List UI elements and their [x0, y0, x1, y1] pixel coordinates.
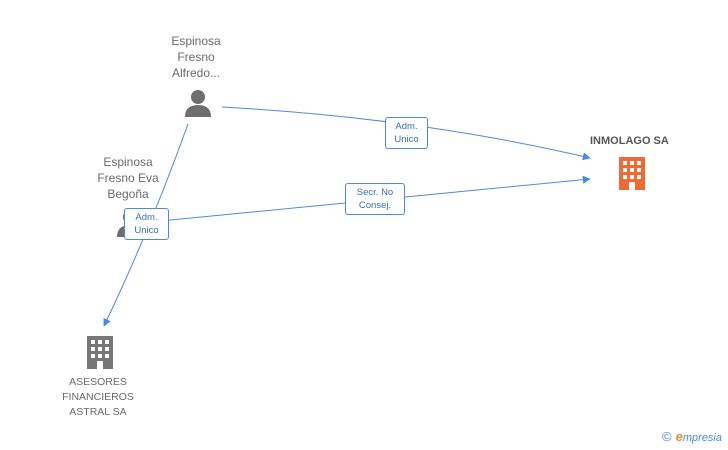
brand-logo-e: e	[675, 429, 683, 444]
person2-name[interactable]: Espinosa Fresno Eva Begoña	[97, 155, 159, 201]
copyright-icon: ©	[662, 429, 672, 444]
brand-logo-rest: mpresia	[682, 432, 722, 444]
company-main-building-icon[interactable]	[615, 156, 649, 190]
edge-label-secr-no-consej[interactable]: Secr. No Consej.	[345, 183, 405, 215]
empresia-brand[interactable]: © empresia	[662, 429, 722, 444]
person1-name[interactable]: Espinosa Fresno Alfredo...	[171, 34, 221, 80]
company-other-name[interactable]: ASESORES FINANCIEROS ASTRAL SA	[62, 376, 134, 418]
brand-logo: empresia	[676, 429, 722, 444]
company-main-name[interactable]: INMOLAGO SA	[590, 135, 669, 147]
company-other-building-icon[interactable]	[84, 335, 116, 369]
edge-label-adm-unico-1[interactable]: Adm. Unico	[385, 117, 428, 149]
edge-label-adm-unico-2[interactable]: Adm. Unico	[124, 208, 169, 240]
person1-person-icon[interactable]	[183, 88, 213, 118]
